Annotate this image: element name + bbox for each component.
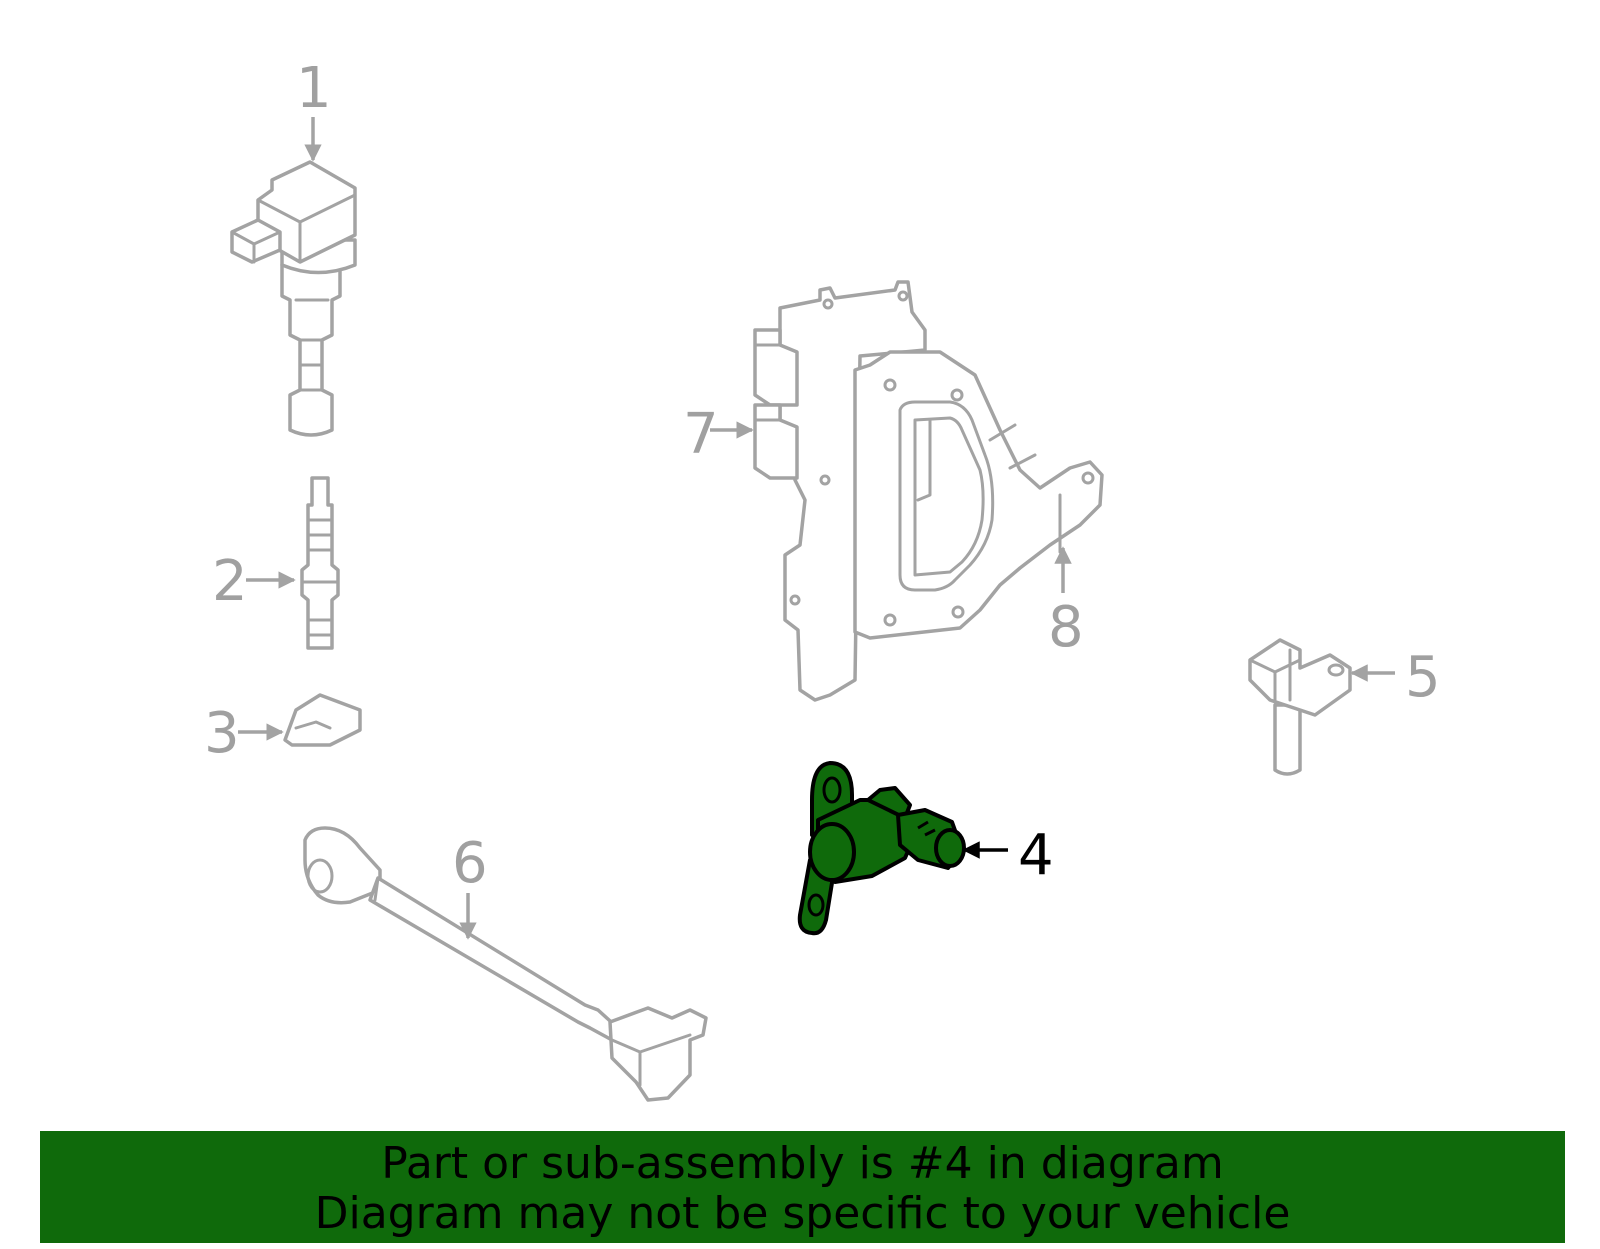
knock-sensor-part-6[interactable] [303, 826, 708, 1102]
callout-4: 4 [1018, 823, 1054, 888]
spark-plug-part-2[interactable] [300, 476, 340, 650]
engine-control-module-part-7[interactable] [753, 280, 927, 702]
bracket-part-3[interactable] [283, 693, 362, 747]
position-sensor-part-5[interactable] [1248, 638, 1352, 776]
callout-6: 6 [452, 831, 488, 896]
callout-1: 1 [296, 56, 332, 121]
highlighted-sensor-part-4[interactable] [797, 761, 966, 936]
callout-2: 2 [212, 549, 248, 614]
ignition-coil-part-1[interactable] [230, 160, 357, 437]
ecm-bracket-part-8[interactable] [789, 350, 1104, 640]
callout-3: 3 [204, 701, 240, 766]
callout-7: 7 [683, 402, 719, 467]
banner-line-1: Part or sub-assembly is #4 in diagram [381, 1138, 1224, 1189]
parts-diagram: 1 2 3 7 8 [204, 56, 1441, 1102]
info-banner: Part or sub-assembly is #4 in diagram Di… [40, 1131, 1565, 1243]
banner-line-2: Diagram may not be specific to your vehi… [314, 1188, 1291, 1239]
callout-5: 5 [1405, 645, 1441, 710]
callout-8: 8 [1048, 595, 1084, 660]
